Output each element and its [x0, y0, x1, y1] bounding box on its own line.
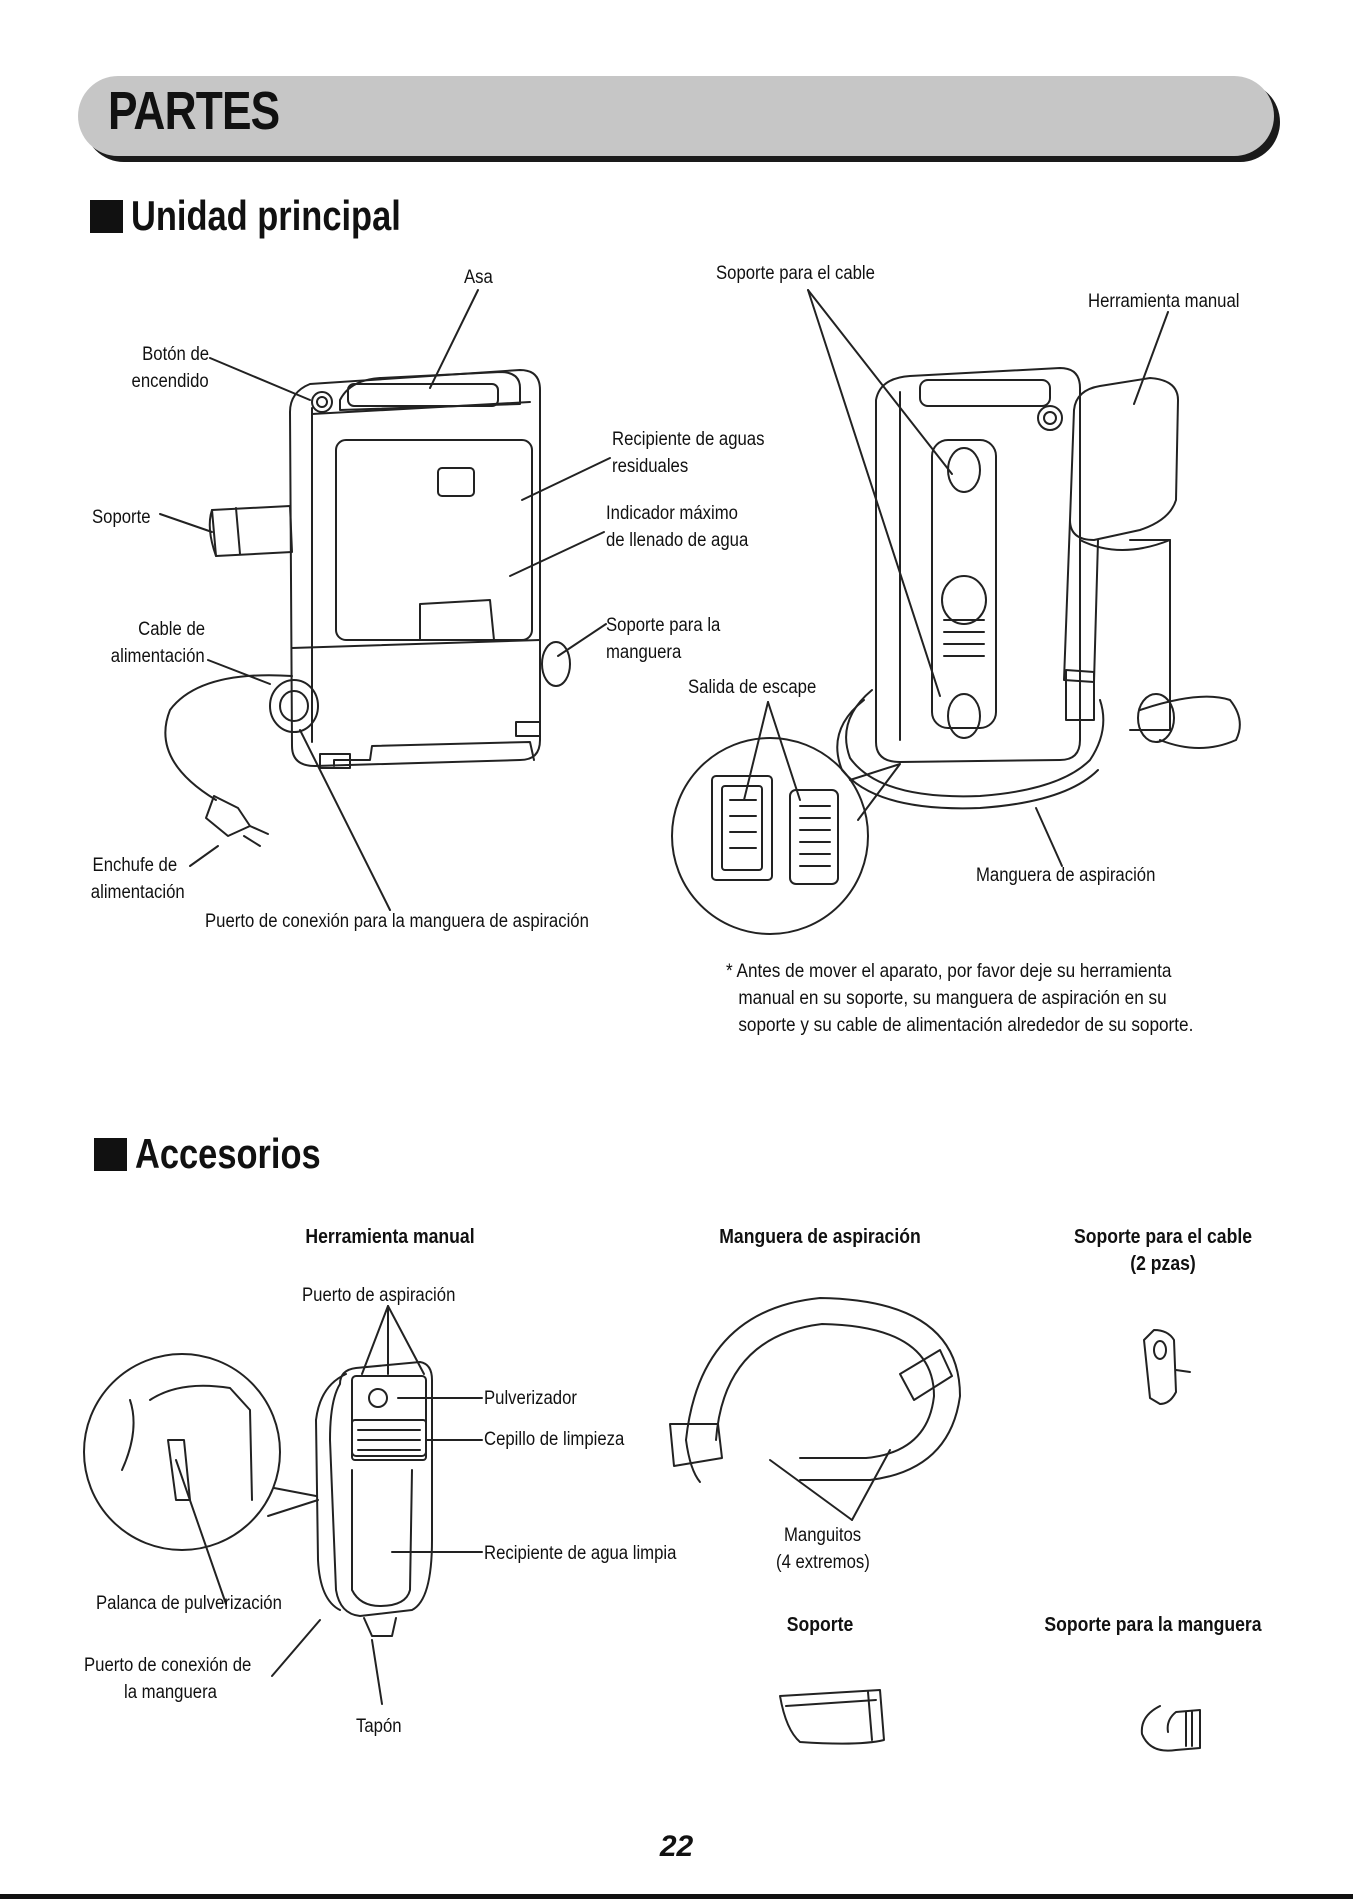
note-text: * Antes de mover el aparato, por favor d… [726, 960, 1194, 1036]
label-soporte-manguera-2: manguera [606, 642, 682, 663]
hose-holder-illustration [1140, 1705, 1201, 1752]
label-enchufe-1: Enchufe de [92, 855, 177, 876]
label-manguera-aspiracion: Manguera de aspiración [976, 865, 1156, 886]
label-palanca: Palanca de pulverización [96, 1593, 282, 1614]
label-puerto-conexion: Puerto de conexión para la manguera de a… [205, 911, 589, 932]
heading-soporte-manguera: Soporte para la manguera [1044, 1614, 1262, 1636]
label-cable-2: alimentación [111, 646, 205, 667]
spray-lever-detail-illustration [83, 1353, 319, 1551]
label-recipiente-1: Recipiente de aguas [612, 429, 765, 450]
heading-manguera-aspiracion: Manguera de aspiración [719, 1226, 921, 1248]
label-pulverizador: Pulverizador [484, 1388, 577, 1409]
label-recipiente-agua-limpia: Recipiente de agua limpia [484, 1543, 677, 1564]
section-square-icon [90, 199, 123, 233]
heading-soporte: Soporte [786, 1614, 854, 1636]
label-herramienta-manual: Herramienta manual [1088, 291, 1240, 312]
label-manguitos-2: (4 extremos) [776, 1552, 870, 1573]
label-salida-escape: Salida de escape [688, 677, 817, 698]
label-boton-encendido-1: Botón de [142, 344, 209, 365]
bottom-rule [0, 1894, 1353, 1899]
label-indicador-2: de llenado de agua [606, 530, 749, 551]
heading-soporte-cable-qty: (2 pzas) [1130, 1253, 1196, 1275]
label-cable-1: Cable de [138, 619, 205, 640]
suction-hose-illustration [669, 1297, 961, 1483]
label-cepillo: Cepillo de limpieza [484, 1429, 625, 1450]
label-soporte-manguera-1: Soporte para la [606, 615, 721, 636]
label-puerto-conexion-manguera-2: la manguera [124, 1682, 217, 1703]
label-manguitos-1: Manguitos [784, 1525, 862, 1546]
label-enchufe-2: alimentación [91, 882, 185, 903]
handheld-tool-illustration [315, 1361, 433, 1637]
section-heading-main-unit: Unidad principal [90, 192, 460, 240]
label-asa: Asa [464, 267, 493, 288]
holder-cup-illustration [779, 1689, 885, 1745]
label-puerto-aspiracion: Puerto de aspiración [302, 1285, 456, 1306]
cable-holder-illustration [1143, 1329, 1191, 1405]
header-banner [78, 76, 1274, 156]
label-soporte: Soporte [92, 507, 151, 528]
label-tapon: Tapón [356, 1716, 402, 1737]
heading-herramienta-manual: Herramienta manual [305, 1226, 475, 1248]
main-unit-rear-illustration [836, 367, 1241, 810]
label-puerto-conexion-manguera-1: Puerto de conexión de [84, 1655, 252, 1676]
main-unit-front-illustration [164, 369, 571, 847]
exhaust-detail-illustration [671, 737, 901, 935]
page-number: 22 [659, 1830, 694, 1863]
label-boton-encendido-2: encendido [131, 371, 209, 392]
page-title: PARTES [108, 81, 280, 141]
section-square-icon [94, 1137, 127, 1171]
heading-soporte-cable: Soporte para el cable [1073, 1226, 1253, 1248]
label-indicador-1: Indicador máximo [606, 503, 738, 524]
label-soporte-cable: Soporte para el cable [716, 263, 875, 284]
section-heading-accessories: Accesorios [94, 1130, 361, 1178]
label-recipiente-2: residuales [612, 456, 689, 477]
